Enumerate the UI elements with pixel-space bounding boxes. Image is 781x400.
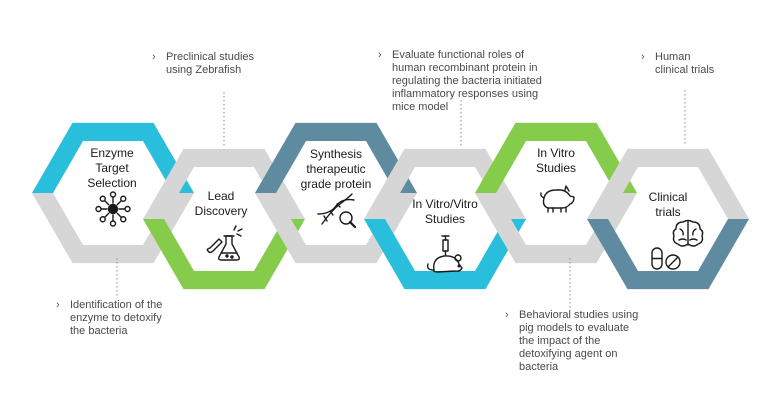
hexagon-ring-accent xyxy=(255,122,417,193)
lab-flask-icon xyxy=(206,225,243,261)
bullet-chevron-icon: › xyxy=(56,299,60,311)
note-text: Human clinical trials xyxy=(655,51,715,76)
bullet-chevron-icon: › xyxy=(505,309,509,321)
step-label-4: In Vitro/Vitro Studies xyxy=(412,197,478,226)
bullet-chevron-icon: › xyxy=(152,51,156,63)
hexagon-ring-accent xyxy=(143,219,305,290)
step-label-1: Enzyme Target Selection xyxy=(87,146,137,190)
note-text: Identification of the enzyme to detoxify… xyxy=(70,299,163,337)
hexagon-rings xyxy=(32,122,749,290)
hexagon-ring-accent xyxy=(364,219,526,290)
top-note-2: › Evaluate functional roles of human reco… xyxy=(378,49,542,114)
top-note-1: › Preclinical studies using Zebrafish xyxy=(152,51,255,77)
brain-pills-icon xyxy=(651,219,704,270)
dna-magnifier-icon xyxy=(317,193,357,229)
note-text: Behavioral studies using pig models to e… xyxy=(519,309,639,373)
step-hexagon-6 xyxy=(587,148,749,290)
bottom-note-2: › Behavioral studies using pig models to … xyxy=(505,309,639,374)
hexagon-ring-accent xyxy=(32,122,194,193)
note-text: Preclinical studies using Zebrafish xyxy=(166,51,255,76)
leader-lines xyxy=(116,90,686,310)
step-label-6: Clinical trials xyxy=(648,190,688,219)
step-label-5: In Vitro Studies xyxy=(535,146,577,175)
step-label-3: Synthesis therapeutic grade protein xyxy=(300,147,372,191)
mouse-syringe-icon xyxy=(426,235,463,273)
note-text: Evaluate functional roles of human recom… xyxy=(392,49,542,113)
bottom-note-1: › Identification of the enzyme to detoxif… xyxy=(56,299,163,338)
hexagon-ring-accent xyxy=(475,122,637,193)
hexagon-ring-accent xyxy=(587,219,749,290)
bullet-chevron-icon: › xyxy=(641,51,645,63)
top-note-3: › Human clinical trials xyxy=(641,51,715,77)
step-label-2: Lead Discovery xyxy=(194,189,248,218)
pig-icon xyxy=(540,185,575,213)
molecule-network-icon xyxy=(95,191,131,227)
bullet-chevron-icon: › xyxy=(378,49,382,61)
step-icons xyxy=(95,185,704,273)
